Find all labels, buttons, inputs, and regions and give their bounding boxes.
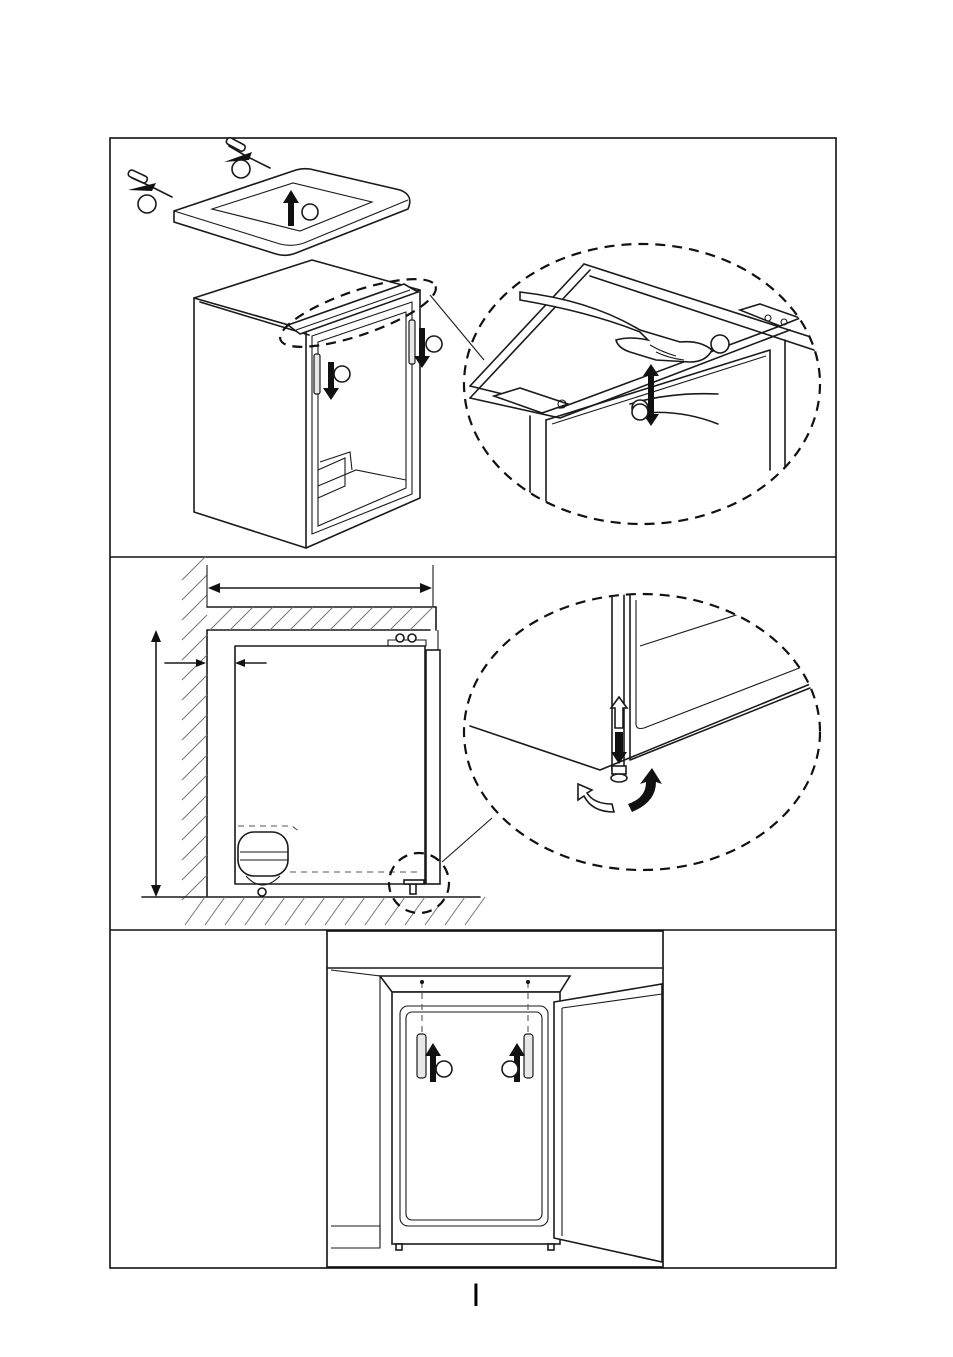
height-dimension xyxy=(151,630,161,897)
step-callout-circle xyxy=(426,336,442,352)
screwdriver-icon xyxy=(224,137,270,178)
zoom-detail-hinge xyxy=(470,264,820,520)
screw-icon xyxy=(417,1034,426,1078)
screwdriver-icon xyxy=(127,169,172,213)
fridge-side-view xyxy=(235,634,440,896)
step-callout-circle xyxy=(632,404,648,420)
counter-hatch xyxy=(207,607,436,630)
screw-icon xyxy=(524,1034,533,1078)
zoom-bubble xyxy=(464,244,820,524)
open-door xyxy=(554,984,662,1262)
top-bracket xyxy=(380,976,570,992)
fridge-body xyxy=(194,260,420,548)
width-dimension xyxy=(207,565,433,607)
step-callout-circle xyxy=(334,366,350,382)
page-mark: I xyxy=(472,1277,481,1313)
zoom-leader-line xyxy=(442,818,492,862)
screw-icon xyxy=(314,354,320,394)
panel-door-top-hinge-removal xyxy=(127,137,820,548)
zoom-detail-foot xyxy=(464,588,820,870)
screw-icon xyxy=(409,320,415,364)
step-callout-circle xyxy=(711,335,729,353)
rotate-right-icon xyxy=(628,768,662,812)
step-callout-circle xyxy=(502,1061,518,1077)
rotate-left-icon xyxy=(578,784,614,812)
gap-dimension xyxy=(165,659,266,667)
panel-installation-dimensions xyxy=(142,555,492,925)
fridge-front xyxy=(392,992,560,1244)
floor-hatch xyxy=(142,897,485,925)
step-callout-circle xyxy=(436,1061,452,1077)
panel-built-in-door-fixing xyxy=(327,931,663,1267)
step-callout-circle xyxy=(302,204,318,220)
zoom-bubble xyxy=(464,594,820,870)
